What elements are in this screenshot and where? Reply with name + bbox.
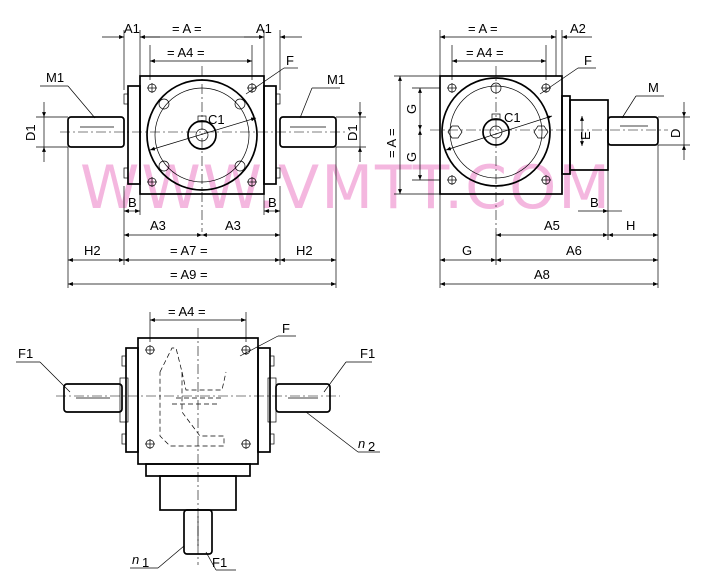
top-label-n1: n <box>132 552 139 567</box>
side-label-A5: A5 <box>544 218 560 233</box>
side-view: C1 = A = A2 = A4 = F M = A = G G E <box>384 21 690 288</box>
side-shaft <box>607 116 659 146</box>
front-label-A-top: = A = <box>172 21 202 36</box>
front-label-B-left: B <box>128 195 137 210</box>
side-label-G-bottom: G <box>462 243 472 258</box>
front-label-A9: = A9 = <box>170 267 208 282</box>
side-label-A2: A2 <box>570 21 586 36</box>
front-label-H2-right: H2 <box>296 243 313 258</box>
side-label-H: H <box>626 218 635 233</box>
top-view: = A4 = F F1 F1 n 2 n 1 F1 <box>16 304 380 571</box>
watermark: WWW.VMTT.COM <box>80 153 612 223</box>
front-left-flange <box>127 85 141 185</box>
top-left-shaft <box>63 383 123 413</box>
top-right-shaft <box>275 383 331 413</box>
top-label-n2-sub: 2 <box>368 439 375 454</box>
front-label-D1-left: D1 <box>23 124 38 141</box>
top-corner-bolts <box>145 345 251 449</box>
top-label-F1-left: F1 <box>18 346 33 361</box>
side-label-D: D <box>668 129 683 138</box>
front-corner-bolts <box>147 83 257 187</box>
front-view: C1 A1 = A = A1 = A4 = F M1 M1 D1 <box>23 21 366 288</box>
top-label-F1-right: F1 <box>360 346 375 361</box>
side-label-E: E <box>578 131 593 140</box>
side-label-G-lower: G <box>404 152 419 162</box>
side-label-B: B <box>590 195 599 210</box>
front-label-A1-left: A1 <box>124 21 140 36</box>
top-label-F: F <box>282 321 290 336</box>
side-label-M: M <box>648 80 659 95</box>
front-label-A3-right: A3 <box>225 218 241 233</box>
front-right-flange <box>263 85 277 185</box>
front-label-A3-left: A3 <box>150 218 166 233</box>
front-label-A4: = A4 = <box>167 45 205 60</box>
side-label-A-vertical: = A = <box>384 128 399 158</box>
top-label-n2: n <box>358 436 365 451</box>
side-label-G-upper: G <box>404 104 419 114</box>
front-label-M1-left: M1 <box>46 70 64 85</box>
front-label-H2-left: H2 <box>84 243 101 258</box>
top-label-F1-bottom: F1 <box>212 555 227 570</box>
side-label-C1: C1 <box>504 110 521 125</box>
front-label-B-right: B <box>268 195 277 210</box>
top-label-n1-sub: 1 <box>142 555 149 570</box>
front-label-C1: C1 <box>208 112 225 127</box>
side-label-A4: = A4 = <box>466 45 504 60</box>
front-label-A7: = A7 = <box>170 243 208 258</box>
side-label-F: F <box>584 53 592 68</box>
front-label-M1-right: M1 <box>327 72 345 87</box>
front-label-A1-right: A1 <box>256 21 272 36</box>
side-label-A8: A8 <box>534 267 550 282</box>
front-label-F: F <box>286 53 294 68</box>
front-label-D1-right: D1 <box>345 124 360 141</box>
side-label-A6: A6 <box>566 243 582 258</box>
top-label-A4: = A4 = <box>168 304 206 319</box>
side-label-A-top: = A = <box>468 21 498 36</box>
side-corner-bolts <box>447 83 551 185</box>
